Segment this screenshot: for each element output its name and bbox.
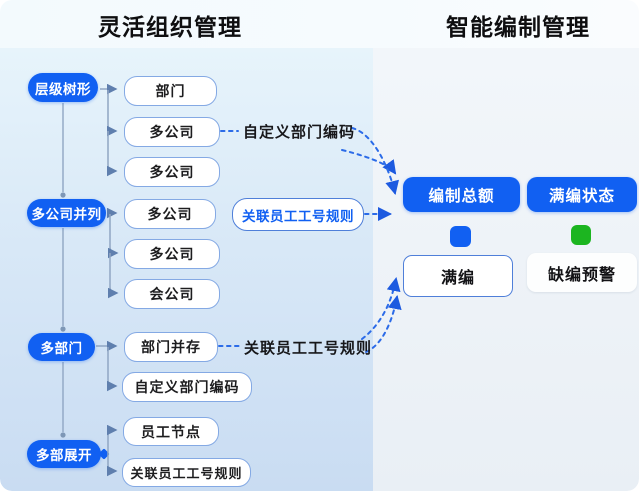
- node-employee-id-rule: 关联员工工号规则: [122, 458, 251, 487]
- node-department-coexist: 部门并存: [124, 332, 218, 362]
- node-multi-company-3: 多公司: [124, 199, 216, 229]
- button-staffing-quota: 编制总额: [403, 177, 520, 212]
- left-panel-title: 灵活组织管理: [98, 14, 242, 40]
- button-full-staffing-status: 满编状态: [527, 177, 637, 212]
- header-band: [0, 0, 639, 48]
- pill-hierarchy-tree: 层级树形: [28, 73, 98, 102]
- node-multi-company-2: 多公司: [124, 157, 220, 187]
- annotation-custom-dept-code: 自定义部门编码: [243, 124, 356, 141]
- node-employee-node: 员工节点: [123, 417, 219, 446]
- blue-indicator-icon: [450, 226, 471, 247]
- status-understaffed-warning: 缺编预警: [527, 253, 637, 292]
- pill-multi-department: 多部门: [28, 333, 95, 361]
- annotation-employee-id-rule-boxed: 关联员工工号规则: [232, 198, 364, 231]
- node-multi-company-4: 多公司: [124, 239, 220, 269]
- pill-multi-company-parallel: 多公司并列: [27, 199, 106, 227]
- status-fully-staffed: 满编: [403, 255, 513, 297]
- node-hui-company: 会公司: [124, 279, 220, 309]
- node-custom-dept-code: 自定义部门编码: [122, 372, 252, 402]
- node-multi-company-1: 多公司: [124, 117, 220, 147]
- pill-multi-dept-expand: 多部展开: [27, 440, 101, 468]
- annotation-employee-id-rule: 关联员工工号规则: [244, 340, 373, 357]
- right-panel-title: 智能编制管理: [446, 14, 590, 40]
- green-indicator-icon: [571, 225, 591, 245]
- node-department: 部门: [124, 76, 217, 106]
